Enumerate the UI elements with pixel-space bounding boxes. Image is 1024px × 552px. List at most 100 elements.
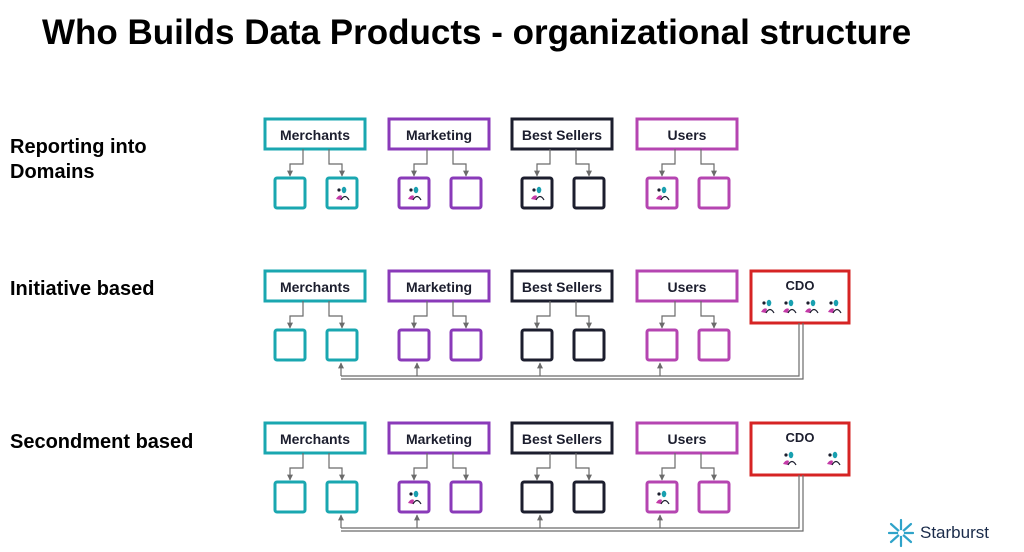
connector-arrow — [287, 301, 304, 329]
team-box-marketing — [449, 480, 483, 514]
domain-box-users — [635, 269, 739, 303]
connector-arrow — [659, 301, 676, 329]
team-box-best_sellers — [520, 176, 554, 210]
domain-box-marketing — [387, 421, 491, 455]
team-box-marketing — [397, 480, 431, 514]
person-icon — [783, 451, 797, 466]
domain-label-best_sellers: Best Sellers — [522, 127, 602, 143]
team-box-merchants — [325, 480, 359, 514]
team-box-marketing — [397, 176, 431, 210]
connector-arrow — [452, 301, 469, 329]
cdo-box — [749, 269, 851, 325]
team-box-users — [645, 480, 679, 514]
team-box-best_sellers — [572, 480, 606, 514]
connector-arrow — [575, 453, 592, 481]
connector-arrow — [575, 301, 592, 329]
row-label-reporting: Reporting into Domains — [10, 136, 147, 183]
person-icon — [656, 490, 670, 505]
connector-arrow — [452, 149, 469, 177]
domain-box-best_sellers — [510, 269, 614, 303]
domain-label-best_sellers: Best Sellers — [522, 431, 602, 447]
team-box-users — [697, 480, 731, 514]
cdo-label: CDO — [786, 278, 815, 293]
team-box-merchants — [273, 480, 307, 514]
connector-arrow — [328, 149, 345, 177]
domain-box-marketing — [387, 269, 491, 303]
team-box-users — [697, 176, 731, 210]
team-box-users — [697, 328, 731, 362]
domain-box-users — [635, 421, 739, 455]
domain-label-users: Users — [668, 431, 707, 447]
cdo-label: CDO — [786, 430, 815, 445]
person-icon — [805, 299, 819, 314]
row-label-secondment: Secondment based — [10, 431, 194, 453]
cdo-connector-line — [341, 323, 804, 380]
connector-arrow — [534, 453, 551, 481]
connector-arrow — [534, 149, 551, 177]
person-icon — [783, 299, 797, 314]
team-box-marketing — [449, 328, 483, 362]
domain-label-marketing: Marketing — [406, 127, 472, 143]
domain-label-marketing: Marketing — [406, 431, 472, 447]
starburst-logo-icon — [888, 518, 914, 548]
connector-arrow — [411, 301, 428, 329]
connector-arrow — [452, 453, 469, 481]
connector-arrow — [328, 301, 345, 329]
domain-label-merchants: Merchants — [280, 279, 350, 295]
connector-arrow — [534, 301, 551, 329]
team-box-best_sellers — [572, 176, 606, 210]
page-title: Who Builds Data Products - organizationa… — [42, 13, 912, 52]
domain-label-merchants: Merchants — [280, 127, 350, 143]
team-box-merchants — [273, 328, 307, 362]
person-icon — [828, 299, 842, 314]
team-box-marketing — [449, 176, 483, 210]
person-icon — [336, 186, 350, 201]
domain-label-merchants: Merchants — [280, 431, 350, 447]
connector-arrow — [700, 453, 717, 481]
domain-box-merchants — [263, 269, 367, 303]
cdo-connector-line — [341, 323, 800, 377]
team-box-merchants — [273, 176, 307, 210]
team-box-users — [645, 328, 679, 362]
person-icon — [761, 299, 775, 314]
domain-box-merchants — [263, 421, 367, 455]
team-box-marketing — [397, 328, 431, 362]
connector-arrow — [700, 301, 717, 329]
domain-label-users: Users — [668, 127, 707, 143]
connector-arrow — [659, 453, 676, 481]
person-icon — [656, 186, 670, 201]
team-box-best_sellers — [572, 328, 606, 362]
team-box-best_sellers — [520, 328, 554, 362]
person-icon — [827, 451, 841, 466]
cdo-connector-line — [341, 475, 800, 529]
brand-name: Starburst — [920, 523, 989, 542]
connector-arrow — [659, 149, 676, 177]
connector-arrow — [411, 149, 428, 177]
domain-label-marketing: Marketing — [406, 279, 472, 295]
team-box-merchants — [325, 328, 359, 362]
team-box-best_sellers — [520, 480, 554, 514]
connector-arrow — [287, 453, 304, 481]
cdo-box — [749, 421, 851, 477]
connector-arrow — [575, 149, 592, 177]
cdo-connector-line — [341, 475, 804, 532]
team-box-users — [645, 176, 679, 210]
connector-arrow — [700, 149, 717, 177]
domain-label-users: Users — [668, 279, 707, 295]
domain-label-best_sellers: Best Sellers — [522, 279, 602, 295]
domain-box-users — [635, 117, 739, 151]
team-box-merchants — [325, 176, 359, 210]
domain-box-best_sellers — [510, 117, 614, 151]
connector-arrow — [287, 149, 304, 177]
connector-arrow — [411, 453, 428, 481]
person-icon — [531, 186, 545, 201]
domain-box-merchants — [263, 117, 367, 151]
person-icon — [408, 186, 422, 201]
starburst-brand: Starburst — [888, 518, 989, 548]
connector-arrow — [328, 453, 345, 481]
person-icon — [408, 490, 422, 505]
domain-box-best_sellers — [510, 421, 614, 455]
domain-box-marketing — [387, 117, 491, 151]
row-label-initiative: Initiative based — [10, 278, 155, 300]
